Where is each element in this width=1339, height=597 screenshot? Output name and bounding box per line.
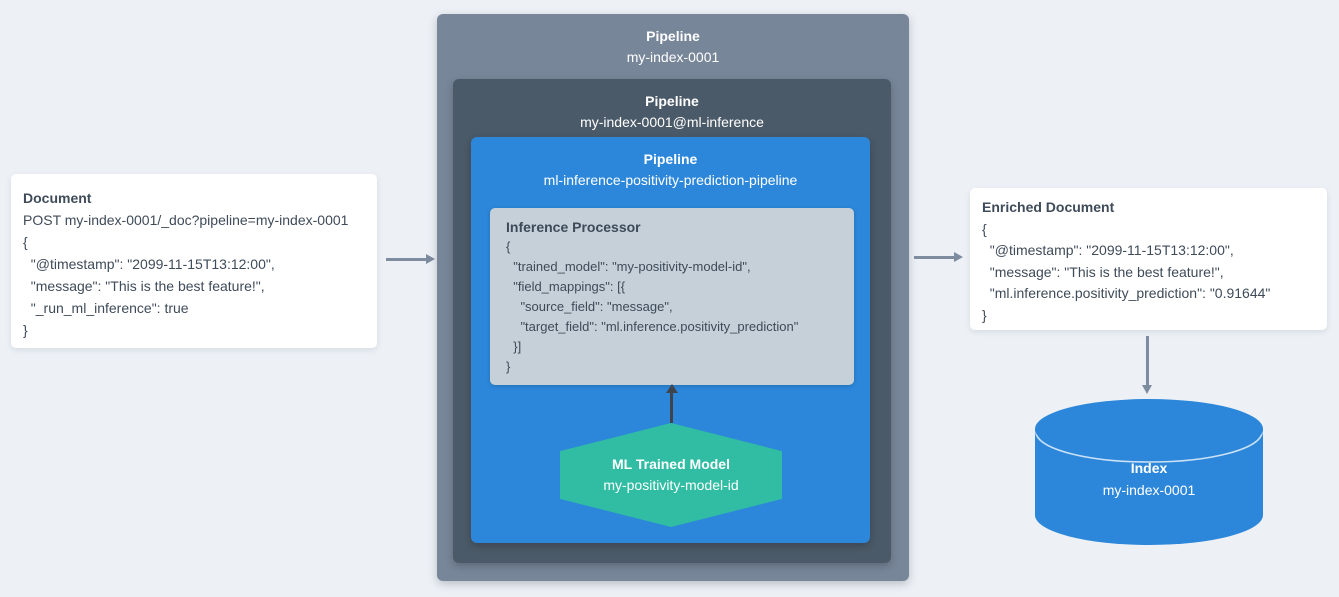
pipeline-mid-subtitle: my-index-0001@ml-inference xyxy=(580,114,764,130)
inference-processor-line: "source_field": "message", xyxy=(506,299,673,314)
cylinder-shape-icon xyxy=(1035,399,1263,545)
ml-model-title: ML Trained Model xyxy=(612,456,730,472)
arrow-enriched-to-index-icon xyxy=(1142,336,1151,394)
pipeline-inner-subtitle: ml-inference-positivity-prediction-pipel… xyxy=(543,172,798,188)
document-code-line: POST my-index-0001/_doc?pipeline=my-inde… xyxy=(23,212,349,228)
enriched-code-line: "@timestamp": "2099-11-15T13:12:00", xyxy=(982,242,1234,258)
inference-processor-line: "field_mappings": [{ xyxy=(506,279,626,294)
document-card-title: Document xyxy=(23,190,92,206)
enriched-card-title: Enriched Document xyxy=(982,199,1115,215)
document-card: Document POST my-index-0001/_doc?pipelin… xyxy=(11,174,377,348)
index-label: Index my-index-0001 xyxy=(1035,457,1263,501)
arrow-pipeline-to-enriched-icon xyxy=(914,252,963,261)
pipeline-mid-title: Pipeline xyxy=(645,93,699,109)
enriched-code-line: } xyxy=(982,306,987,323)
inference-processor-line: "target_field": "ml.inference.positivity… xyxy=(506,319,799,334)
enriched-document-card: Enriched Document { "@timestamp": "2099-… xyxy=(970,188,1327,330)
inference-processor-line: }] xyxy=(506,339,522,354)
document-code-line: { xyxy=(23,234,28,250)
enriched-code-line: "message": "This is the best feature!", xyxy=(982,263,1224,280)
inference-processor-line: } xyxy=(506,359,511,374)
inference-processor-title: Inference Processor xyxy=(506,219,641,235)
pipeline-inner-box: Pipeline ml-inference-positivity-predict… xyxy=(471,137,870,543)
enriched-code-line: "ml.inference.positivity_prediction": "0… xyxy=(982,285,1271,301)
index-name: my-index-0001 xyxy=(1102,482,1196,498)
document-code-line: "message": "This is the best feature!", xyxy=(23,278,265,294)
inference-processor-line: { xyxy=(506,239,511,254)
pipeline-outer-subtitle: my-index-0001 xyxy=(626,49,720,65)
index-cylinder: Index my-index-0001 xyxy=(1035,399,1263,545)
index-title: Index xyxy=(1130,460,1168,476)
inference-processor-line: "trained_model": "my-positivity-model-id… xyxy=(506,259,751,274)
pipeline-outer-box: Pipeline my-index-0001 Pipeline my-index… xyxy=(437,14,909,581)
ml-trained-model-node: ML Trained Model my-positivity-model-id xyxy=(560,423,782,527)
pipeline-mid-box: Pipeline my-index-0001@ml-inference Pipe… xyxy=(453,79,891,563)
enriched-code-line: { xyxy=(982,220,987,237)
arrow-model-to-processor-icon xyxy=(665,384,678,423)
pipeline-outer-title: Pipeline xyxy=(646,28,700,44)
document-code-line: "_run_ml_inference": true xyxy=(23,300,189,316)
inference-processor-box: Inference Processor { "trained_model": "… xyxy=(490,208,854,385)
pipeline-inner-title: Pipeline xyxy=(643,151,698,167)
document-code-line: "@timestamp": "2099-11-15T13:12:00", xyxy=(23,256,275,272)
ml-model-id: my-positivity-model-id xyxy=(603,477,739,493)
document-code-line: } xyxy=(23,322,28,338)
arrow-document-to-pipeline-icon xyxy=(386,254,435,263)
